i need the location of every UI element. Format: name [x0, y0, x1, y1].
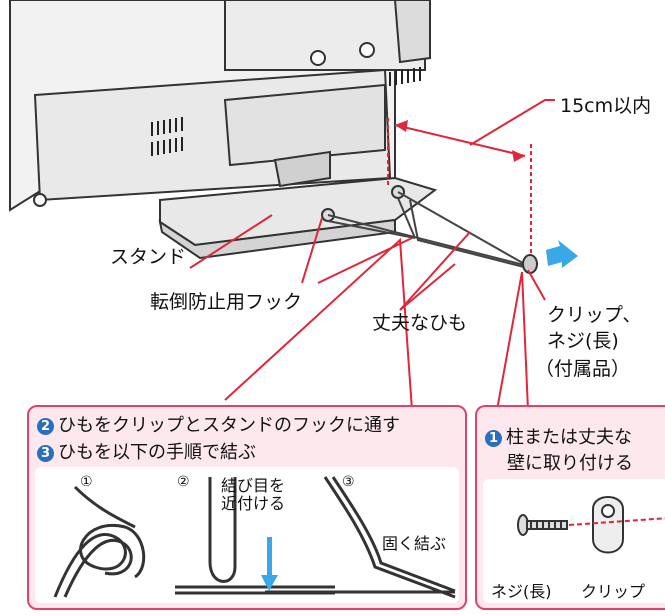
- screw-label: ネジ(長): [491, 582, 552, 601]
- step3-number: 3: [37, 445, 54, 462]
- knot-step-2-label: ②: [177, 474, 190, 490]
- clip-label-line3: （付属品）: [535, 358, 631, 380]
- tighten-knot-note: 結び目を 近付ける: [221, 477, 285, 513]
- clip-diagram-area: ネジ(長) クリップ: [483, 479, 665, 603]
- tighten-note-line2: 近付ける: [221, 493, 286, 513]
- pull-direction-arrow: [546, 240, 578, 268]
- string-label: 丈夫なひも: [372, 312, 468, 334]
- knot-diagram-area: ① ② ③ 結び目を 近付ける 固く結ぶ: [35, 467, 459, 603]
- clip-label-line1: クリップ、: [547, 304, 642, 326]
- step2-number: 2: [37, 418, 54, 435]
- vent-slots: [151, 67, 421, 156]
- distance-label: 15cm以内: [560, 95, 652, 117]
- strings: [327, 191, 529, 269]
- knot-step-1-label: ①: [80, 474, 93, 490]
- wall-clip: [522, 254, 538, 274]
- distance-arrowheads: [395, 120, 525, 162]
- hook-label: 転倒防止用フック: [150, 291, 303, 313]
- leader-lines: [189, 99, 555, 411]
- screw-and-clip-drawing: [517, 496, 665, 554]
- step1-number: 1: [485, 430, 502, 447]
- step2-text: ひもをクリップとスタンドのフックに通す: [58, 415, 400, 436]
- stand-label: スタンド: [110, 246, 187, 268]
- tie-firmly-note: 固く結ぶ: [382, 534, 447, 553]
- step1-text-1: 柱または丈夫な: [506, 427, 632, 448]
- step1-line2: 壁に取り付ける: [507, 453, 633, 474]
- knot-drawings: [53, 476, 456, 599]
- tv-rear-view: [9, 0, 431, 212]
- tighten-note-line1: 結び目を: [221, 476, 286, 495]
- clip-label: クリップ: [581, 582, 646, 601]
- step3-text: ひもを以下の手順で結ぶ: [58, 442, 256, 463]
- clip-label-line2: ネジ(長): [547, 330, 619, 352]
- screw-holes: [33, 42, 375, 207]
- knot-step-3-label: ③: [342, 474, 355, 490]
